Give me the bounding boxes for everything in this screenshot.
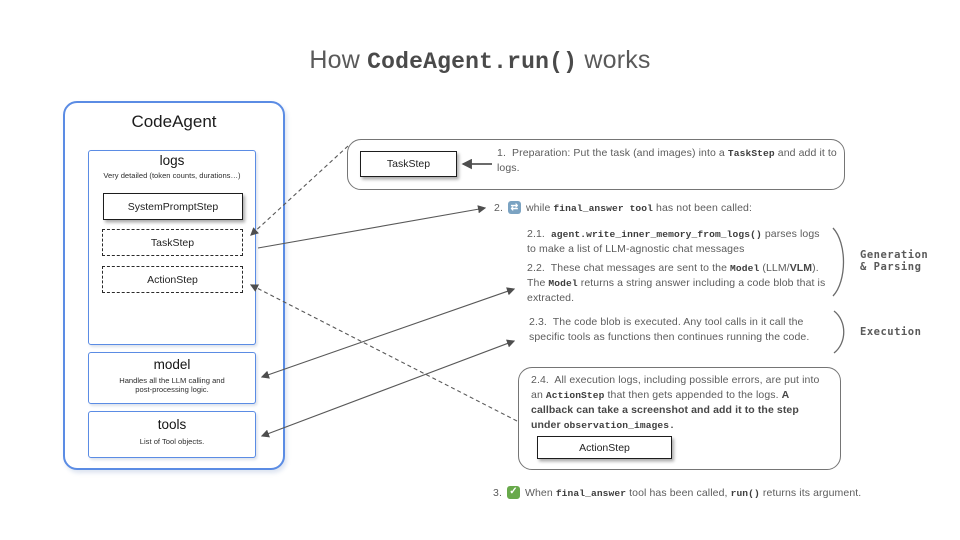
step24-actionstep-box: ActionStep [537,436,672,459]
codeagent-title: CodeAgent [131,112,217,131]
step22-text: 2.2. These chat messages are sent to the… [527,261,831,306]
repeat-icon: ⇄ [507,201,521,214]
logs-item-systempromptstep: SystemPromptStep [103,193,243,220]
generation-parsing-label: Generation & Parsing [860,249,928,273]
arrow-logs-to-step2 [257,205,487,249]
bracket-generation-parsing [832,227,845,297]
step24-text: 2.4. All execution logs, including possi… [531,373,831,433]
step21-text: 2.1. agent.write_inner_memory_from_logs(… [527,227,831,257]
step3-part3: run() [730,488,760,499]
model-subtitle-line2: post-processing logic. [135,385,209,395]
systempromptstep-label: SystemPromptStep [127,200,219,213]
page-title: How CodeAgent.run() works [0,46,960,75]
step3-part1: final_answer [555,488,627,499]
step1-part1: TaskStep [727,148,775,159]
step23-num: 2.3. [529,316,547,328]
step1-part2: and add it to logs. [497,147,837,174]
generation-label-line1: Generation [860,249,929,261]
step22-part3: VLM [789,262,813,274]
arrow-model-step22 [260,287,516,379]
step3-part2: tool has been called, [626,487,731,499]
step2-part0: while [525,202,554,214]
step22-part1: Model [730,263,760,274]
step3-part0: When [524,487,556,499]
step23-text: 2.3. The code blob is executed. Any tool… [529,315,839,345]
step24-part3: A callback can take a screenshot and add… [531,388,799,431]
step22-part2: (LLM/ [759,262,790,274]
generation-label-line2: & Parsing [860,261,922,273]
step2-text: 2. ⇄ while final_answer tool has not bee… [494,201,854,216]
model-box [88,352,256,404]
step24-part0: All execution logs, including possible e… [531,374,820,401]
arrow-dashed-step24-to-actionstep [249,284,518,422]
step1-part0: Preparation: Put the task (and images) i… [512,147,728,159]
step21-num: 2.1. [527,228,545,240]
title-prefix: How [309,46,368,74]
step2-part2: has not been called: [653,202,753,214]
step22-part0: These chat messages are sent to the [550,262,731,274]
actionstep-label: ActionStep [147,273,198,286]
step24-actionstep-label: ActionStep [579,441,630,454]
logs-subtitle: Very detailed (token counts, durations…) [103,171,241,180]
tools-box [88,411,256,458]
step2-part1: final_answer tool [553,203,653,214]
title-suffix: works [577,46,651,74]
step23-part0: The code blob is executed. Any tool call… [529,316,810,343]
step1-taskstep-box: TaskStep [360,151,457,177]
logs-item-actionstep: ActionStep [102,266,243,293]
logs-item-taskstep: TaskStep [102,229,243,256]
step2-num: 2. [494,202,503,214]
step1-taskstep-label: TaskStep [386,158,431,170]
taskstep-label: TaskStep [150,236,195,249]
logs-title: logs [159,153,185,168]
tools-subtitle: List of Tool objects. [139,437,205,446]
tools-title: tools [157,417,187,432]
step22-part6: returns a string answer including a code… [527,276,826,304]
step22-num: 2.2. [527,262,545,274]
step3-num: 3. [493,487,502,499]
step2-body: while final_answer tool has not been cal… [526,201,752,216]
step22-part5: Model [548,277,578,289]
step21-part0: agent.write_inner_memory_from_logs() [550,229,762,240]
model-title: model [153,357,191,372]
step24-num: 2.4. [531,374,549,386]
step22-part4: ). The [527,262,819,289]
check-icon: ✓ [506,486,520,499]
step1-text: 1. Preparation: Put the task (and images… [497,146,841,176]
step24-part1: ActionStep [545,389,605,401]
model-subtitle: Handles all the LLM calling and post-pro… [88,376,256,395]
title-code: CodeAgent.run() [367,49,578,75]
step24-part2: that then gets appended to the logs. [604,388,782,401]
step21-part1: parses logs to make a list of LLM-agnost… [527,228,820,255]
execution-label: Execution [860,326,922,338]
step3-body: When final_answer tool has been called, … [525,486,861,501]
step3-part4: returns its argument. [759,487,862,499]
step3-text: 3. ✓ When final_answer tool has been cal… [493,486,923,501]
arrow-tools-step23 [260,339,516,438]
model-subtitle-line1: Handles all the LLM calling and [119,376,225,385]
step1-num: 1. [497,147,506,159]
step24-part4: observation_images. [563,419,675,431]
